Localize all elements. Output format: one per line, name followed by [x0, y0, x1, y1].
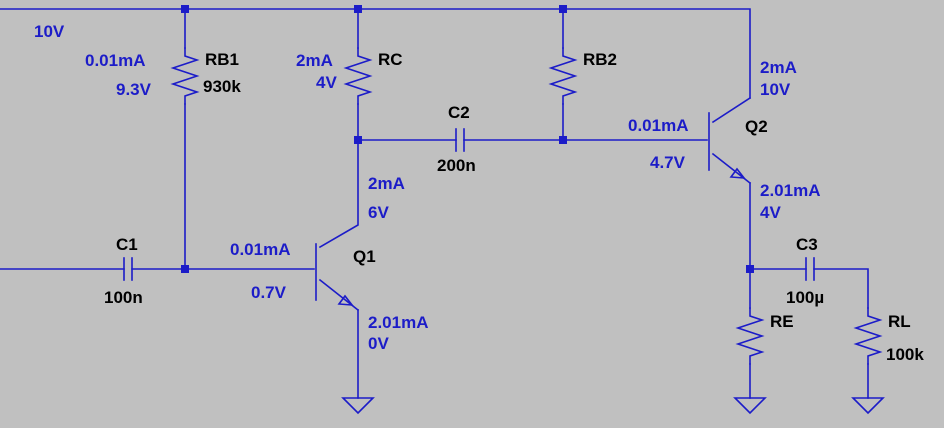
resistor-re	[735, 307, 765, 365]
junction-dot	[354, 5, 362, 13]
rb1-voltage: 9.3V	[116, 80, 152, 99]
junction-dot	[559, 136, 567, 144]
capacitor-c1	[123, 257, 133, 281]
q1-emitter-current: 2.01mA	[368, 313, 428, 332]
wire-rc-bottom	[318, 103, 359, 249]
q1-collector-voltage: 6V	[368, 203, 389, 222]
rl-value: 100k	[886, 345, 924, 364]
q1-base-voltage: 0.7V	[251, 283, 287, 302]
wire-c3-to-rl	[813, 268, 869, 309]
c1-name: C1	[116, 235, 138, 254]
supply-voltage: 10V	[34, 22, 65, 41]
junction-dot	[746, 265, 754, 273]
vcc-rail	[0, 8, 751, 99]
rl-name: RL	[888, 312, 911, 331]
q2-base-voltage: 4.7V	[650, 153, 686, 172]
rc-name: RC	[378, 50, 403, 69]
transistor-q1	[315, 243, 360, 312]
junction-dot	[559, 5, 567, 13]
junction-dot	[181, 265, 189, 273]
wires	[0, 8, 869, 399]
rb1-value: 930k	[203, 77, 241, 96]
q2-emitter-current: 2.01mA	[760, 181, 820, 200]
q1-emitter-voltage: 0V	[368, 334, 389, 353]
rb1-current: 0.01mA	[85, 51, 145, 70]
rb1-name: RB1	[205, 50, 239, 69]
q1-name: Q1	[353, 247, 376, 266]
q1-base-current: 0.01mA	[230, 240, 290, 259]
transistor-q2	[708, 96, 752, 185]
q2-collector-current: 2mA	[760, 58, 797, 77]
q1-collector-current: 2mA	[368, 174, 405, 193]
q2-name: Q2	[745, 117, 768, 136]
c2-name: C2	[448, 103, 470, 122]
resistor-rl	[853, 307, 883, 365]
c2-value: 200n	[437, 156, 476, 175]
rb2-name: RB2	[583, 50, 617, 69]
ground-rl	[851, 397, 885, 415]
ground-q1	[341, 397, 375, 415]
ground-re	[733, 397, 767, 415]
resistor-rb2	[548, 47, 578, 105]
rc-current: 2mA	[296, 51, 333, 70]
junctions	[181, 5, 754, 273]
q2-collector-voltage: 10V	[760, 80, 791, 99]
c3-name: C3	[796, 235, 818, 254]
resistor-rb1	[170, 47, 200, 105]
c3-value: 100µ	[786, 288, 824, 307]
capacitor-c3	[805, 257, 815, 281]
q2-base-current: 0.01mA	[628, 116, 688, 135]
rc-voltage: 4V	[316, 73, 337, 92]
q2-emitter-voltage: 4V	[760, 203, 781, 222]
resistor-rc	[343, 47, 373, 105]
c1-value: 100n	[104, 288, 143, 307]
re-name: RE	[770, 312, 794, 331]
junction-dot	[354, 136, 362, 144]
capacitor-c2	[455, 128, 465, 152]
junction-dot	[181, 5, 189, 13]
